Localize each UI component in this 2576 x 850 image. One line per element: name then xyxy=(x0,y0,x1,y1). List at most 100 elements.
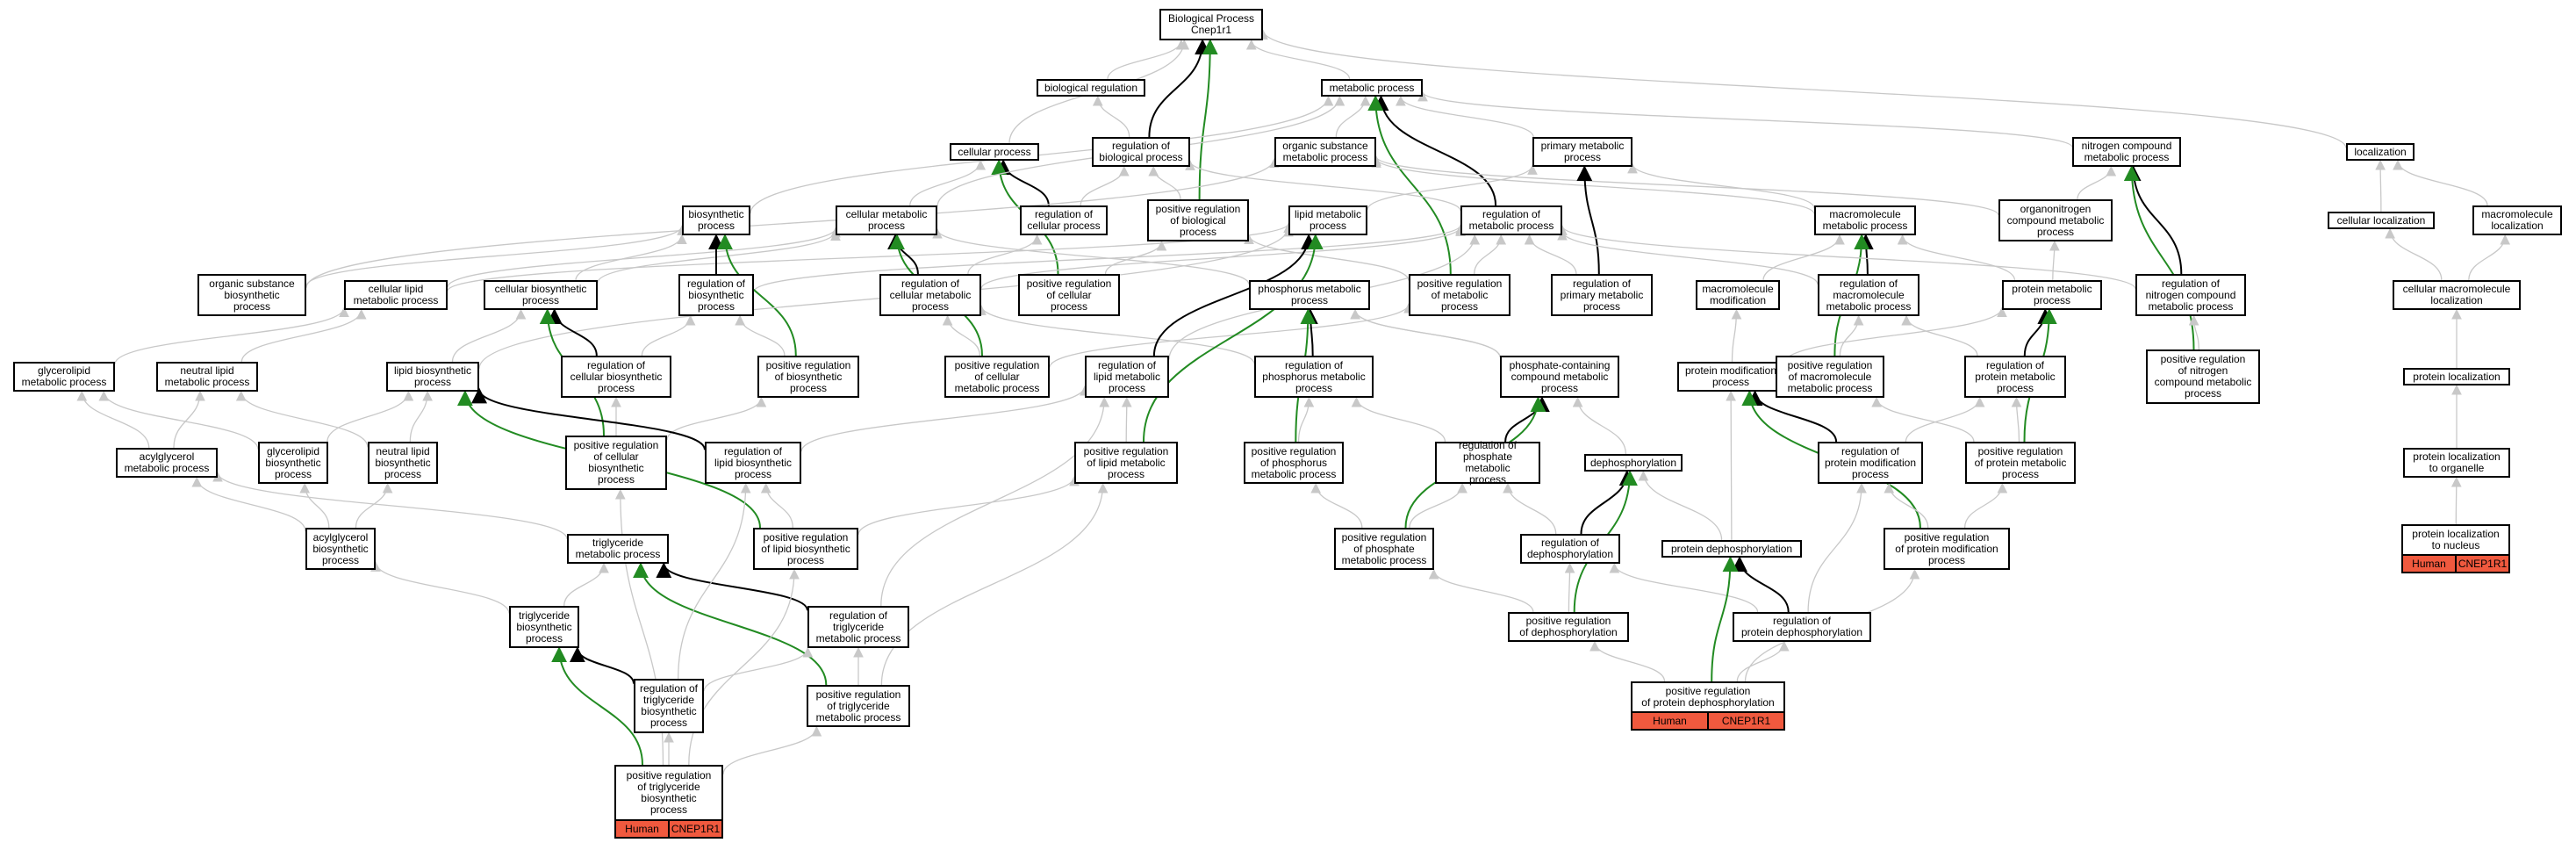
is-a-edge xyxy=(1244,234,1410,281)
go-term-reg-phosphate-met[interactable]: regulation of phosphate metabolic proces… xyxy=(1435,440,1540,486)
go-term-pos-reg-tg-biosyn[interactable]: positive regulation of triglyceride bios… xyxy=(614,765,723,839)
regulates-edge xyxy=(1302,308,1318,357)
is-a-edge xyxy=(173,390,205,449)
go-term-acylglycerol-biosyn[interactable]: acylglycerol biosynthetic process xyxy=(305,528,376,570)
go-term-root[interactable]: Biological Process Cnep1r1 xyxy=(1159,9,1263,40)
go-term-pos-reg-cell-proc[interactable]: positive regulation of cellular process xyxy=(1018,274,1120,316)
go-term-cell-biosyn[interactable]: cellular biosynthetic process xyxy=(484,280,598,310)
go-term-pos-reg-macro-met[interactable]: positive regulation of macromolecule met… xyxy=(1776,356,1884,398)
go-term-cell-lipid-met[interactable]: cellular lipid metabolic process xyxy=(344,280,448,310)
is-a-edge xyxy=(1503,482,1557,535)
is-a-edge xyxy=(1310,482,1363,529)
go-term-lipid-met[interactable]: lipid metabolic process xyxy=(1288,205,1367,235)
is-a-edge xyxy=(1246,39,1351,80)
go-term-prot-mod[interactable]: protein modification process xyxy=(1677,362,1784,392)
go-term-reg-tg-met[interactable]: regulation of triglyceride metabolic pro… xyxy=(807,606,909,648)
go-term-macro-loc[interactable]: macromolecule localization xyxy=(2472,205,2562,235)
regulates-edge xyxy=(995,159,1050,206)
go-term-reg-macro-met[interactable]: regulation of macromolecule metabolic pr… xyxy=(1818,274,1919,316)
go-term-dephos[interactable]: dephosphorylation xyxy=(1584,454,1683,472)
is-a-edge xyxy=(1092,95,1130,138)
is-a-edge xyxy=(1371,157,1815,214)
go-term-neutral-lipid-biosyn[interactable]: neutral lipid biosynthetic process xyxy=(368,442,438,484)
go-term-tg-met[interactable]: triglyceride metabolic process xyxy=(567,534,669,564)
is-a-edge xyxy=(2077,165,2117,200)
go-term-pos-reg-tg-met[interactable]: positive regulation of triglyceride meta… xyxy=(807,685,910,727)
go-term-reg-cell-proc[interactable]: regulation of cellular process xyxy=(1020,205,1108,235)
is-a-edge xyxy=(1572,396,1627,455)
go-term-reg-biosyn[interactable]: regulation of biosynthetic process xyxy=(678,274,754,316)
go-term-reg-cell-met[interactable]: regulation of cellular metabolic process xyxy=(879,274,981,316)
is-a-edge xyxy=(1107,39,1187,80)
go-term-pos-reg-cell-biosyn[interactable]: positive regulation of cellular biosynth… xyxy=(565,436,667,490)
go-term-acylglycerol-met[interactable]: acylglycerol metabolic process xyxy=(116,448,218,478)
go-term-cell-loc[interactable]: cellular localization xyxy=(2328,212,2435,229)
go-term-reg-prot-met[interactable]: regulation of protein metabolic process xyxy=(1964,356,2066,398)
go-term-prot-loc[interactable]: protein localization xyxy=(2403,368,2510,385)
is-a-edge xyxy=(451,308,527,363)
go-term-met-proc[interactable]: metabolic process xyxy=(1321,79,1423,97)
go-term-reg-phos-met[interactable]: regulation of phosphorus metabolic proce… xyxy=(1254,356,1374,398)
is-a-edge xyxy=(1589,640,1666,682)
go-term-phosphate-met[interactable]: phosphate-containing compound metabolic … xyxy=(1500,356,1619,398)
go-term-macro-mod[interactable]: macromolecule modification xyxy=(1696,280,1780,310)
go-term-glycerolipid-biosyn[interactable]: glycerolipid biosynthetic process xyxy=(258,442,328,484)
go-term-org-sub-biosyn[interactable]: organic substance biosynthetic process xyxy=(197,274,306,316)
go-term-reg-bio[interactable]: regulation of biological process xyxy=(1092,137,1190,167)
go-term-prot-met[interactable]: protein metabolic process xyxy=(2002,280,2102,310)
is-a-edge xyxy=(1557,225,2136,290)
go-term-reg-prot-mod[interactable]: regulation of protein modification proce… xyxy=(1818,442,1923,484)
go-term-macro-met[interactable]: macromolecule metabolic process xyxy=(1814,205,1916,235)
go-term-biosyn[interactable]: biosynthetic process xyxy=(682,205,750,235)
go-term-neutral-lipid-met[interactable]: neutral lipid metabolic process xyxy=(156,362,258,392)
go-term-tg-biosyn[interactable]: triglyceride biosynthetic process xyxy=(509,606,579,648)
positively-regulates-edge xyxy=(2123,165,2195,350)
go-term-pos-reg-dephos[interactable]: positive regulation of dephosphorylation xyxy=(1508,612,1629,642)
go-term-reg-nitro-met[interactable]: regulation of nitrogen compound metaboli… xyxy=(2135,274,2246,316)
positively-regulates-edge xyxy=(1198,39,1218,200)
go-term-bio-reg[interactable]: biological regulation xyxy=(1037,79,1145,97)
go-term-reg-lipid-met[interactable]: regulation of lipid metabolic process xyxy=(1085,356,1169,398)
go-term-organonitro[interactable]: organonitrogen compound metabolic proces… xyxy=(1998,199,2113,241)
is-a-edge xyxy=(1839,314,1864,357)
go-term-phos-met[interactable]: phosphorus metabolic process xyxy=(1249,280,1370,310)
go-term-prot-loc-org[interactable]: protein localization to organelle xyxy=(2403,448,2510,478)
is-a-edge xyxy=(1524,234,1577,275)
go-term-pos-reg-prot-dephos[interactable]: positive regulation of protein dephospho… xyxy=(1631,681,1785,731)
go-term-reg-met[interactable]: regulation of metabolic process xyxy=(1460,205,1562,235)
is-a-edge xyxy=(1963,482,2008,529)
go-term-cell-met[interactable]: cellular metabolic process xyxy=(836,205,937,235)
go-term-pos-reg-prot-met[interactable]: positive regulation of protein metabolic… xyxy=(1965,442,2076,484)
go-term-reg-prim-met[interactable]: regulation of primary metabolic process xyxy=(1551,274,1653,316)
go-term-pos-reg-cell-met[interactable]: positive regulation of cellular metaboli… xyxy=(944,356,1050,398)
go-term-reg-dephos[interactable]: regulation of dephosphorylation xyxy=(1520,534,1620,564)
is-a-edge xyxy=(967,234,1043,275)
go-term-glycerolipid-met[interactable]: glycerolipid metabolic process xyxy=(13,362,115,392)
go-term-prot-dephos[interactable]: protein dephosphorylation xyxy=(1661,540,1802,558)
go-term-cell-proc[interactable]: cellular process xyxy=(950,143,1039,161)
go-term-pos-reg-nitro-met[interactable]: positive regulation of nitrogen compound… xyxy=(2146,349,2260,404)
go-term-pos-reg-phosphate-met[interactable]: positive regulation of phosphate metabol… xyxy=(1334,528,1434,570)
go-term-pos-reg-lipid-biosyn[interactable]: positive regulation of lipid biosyntheti… xyxy=(753,528,858,570)
go-term-reg-lipid-biosyn[interactable]: regulation of lipid biosynthetic process xyxy=(705,442,801,484)
go-term-pos-reg-prot-mod[interactable]: positive regulation of protein modificat… xyxy=(1884,528,2010,570)
go-term-reg-cell-biosyn[interactable]: regulation of cellular biosynthetic proc… xyxy=(561,356,671,398)
go-term-org-sub-met[interactable]: organic substance metabolic process xyxy=(1274,137,1376,167)
go-term-pos-reg-phos-met[interactable]: positive regulation of phosphorus metabo… xyxy=(1244,442,1344,484)
go-term-prim-met[interactable]: primary metabolic process xyxy=(1532,137,1632,167)
go-term-pos-reg-lipid-met[interactable]: positive regulation of lipid metabolic p… xyxy=(1074,442,1178,484)
go-term-cell-macro-loc[interactable]: cellular macromolecule localization xyxy=(2393,280,2521,310)
positively-regulates-edge xyxy=(1367,95,1452,275)
go-term-pos-reg-bio[interactable]: positive regulation of biological proces… xyxy=(1147,199,1249,241)
go-term-reg-tg-biosyn[interactable]: regulation of triglyceride biosynthetic … xyxy=(634,679,704,733)
go-term-pos-reg-met[interactable]: positive regulation of metabolic process xyxy=(1409,274,1510,316)
go-term-nitro-met[interactable]: nitrogen compound metabolic process xyxy=(2072,137,2181,167)
is-a-edge xyxy=(688,568,800,766)
is-a-edge xyxy=(800,385,1090,452)
go-term-localization[interactable]: localization xyxy=(2346,143,2415,161)
go-term-reg-prot-dephos[interactable]: regulation of protein dephosphorylation xyxy=(1733,612,1871,642)
go-term-pos-reg-biosyn[interactable]: positive regulation of biosynthetic proc… xyxy=(757,356,859,398)
go-term-lipid-biosyn[interactable]: lipid biosynthetic process xyxy=(386,362,479,392)
